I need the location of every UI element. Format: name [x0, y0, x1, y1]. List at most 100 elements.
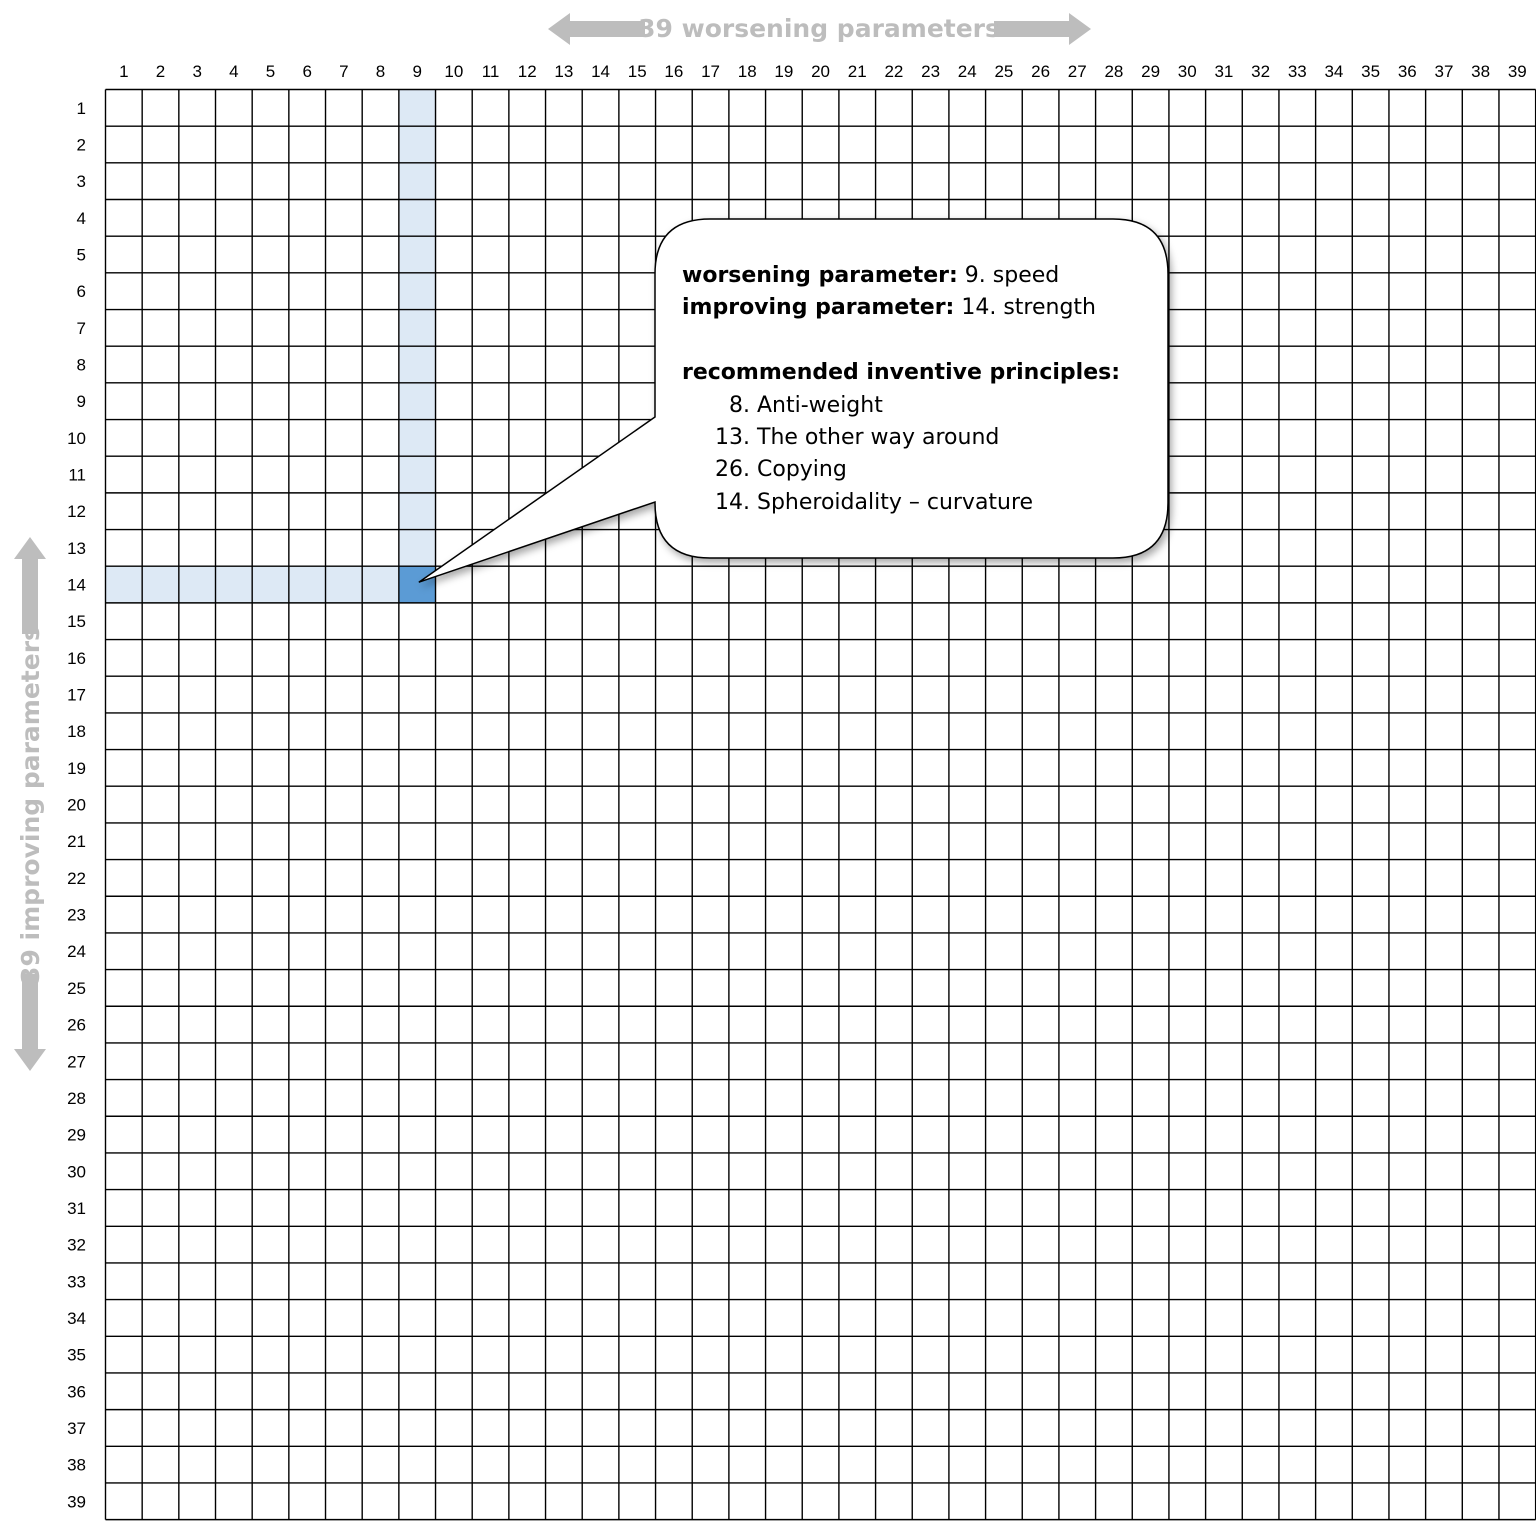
column-label: 19 [774, 62, 793, 81]
column-label: 37 [1434, 62, 1453, 81]
row-label: 29 [67, 1126, 86, 1145]
row-label: 2 [77, 136, 86, 155]
column-label: 38 [1471, 62, 1490, 81]
principles-heading: recommended inventive principles: [682, 360, 1121, 386]
worsening-value: 9. speed [964, 263, 1060, 288]
improving-line: improving parameter: 14. strength [682, 292, 1152, 324]
callout-bubble [418, 218, 1169, 583]
column-label: 39 [1508, 62, 1527, 81]
column-label: 31 [1214, 62, 1233, 81]
column-label: 5 [266, 62, 275, 81]
column-label: 8 [376, 62, 385, 81]
column-band [398, 89, 436, 567]
column-label: 4 [229, 62, 238, 81]
row-label: 35 [67, 1346, 86, 1365]
row-label: 6 [77, 282, 86, 301]
row-label: 19 [67, 759, 86, 778]
row-label: 38 [67, 1456, 86, 1475]
row-label: 32 [67, 1236, 86, 1255]
row-label: 30 [67, 1162, 86, 1181]
top-axis-title: 39 worsening parameters [638, 14, 1000, 43]
column-label: 32 [1251, 62, 1270, 81]
left-axis-title: 39 improving parameters [16, 626, 45, 984]
row-label: 37 [67, 1419, 86, 1438]
column-label: 3 [192, 62, 201, 81]
column-label: 20 [811, 62, 830, 81]
column-label: 10 [444, 62, 463, 81]
row-label: 5 [77, 246, 86, 265]
column-label: 13 [554, 62, 573, 81]
column-label: 11 [482, 62, 500, 81]
selected-cell [398, 566, 436, 603]
improving-value: 14. strength [961, 295, 1097, 321]
worsening-label: worsening parameter: [682, 263, 958, 288]
principle-item: 14. Spheroidality – curvature [715, 489, 1034, 515]
column-label: 14 [591, 62, 610, 81]
row-label: 24 [67, 942, 86, 961]
column-label: 26 [1031, 62, 1050, 81]
row-label: 8 [77, 356, 86, 375]
row-label: 10 [67, 429, 86, 448]
row-label: 21 [67, 832, 86, 851]
row-label: 11 [68, 466, 86, 485]
row-label: 25 [67, 979, 86, 998]
column-label: 35 [1361, 62, 1380, 81]
row-label: 15 [67, 612, 86, 631]
row-label: 23 [67, 906, 86, 925]
row-label: 13 [67, 539, 86, 558]
row-label: 18 [67, 722, 86, 741]
column-label: 2 [156, 62, 165, 81]
row-label: 33 [67, 1272, 86, 1291]
column-label: 29 [1141, 62, 1160, 81]
column-label: 12 [518, 62, 537, 81]
column-label: 33 [1288, 62, 1307, 81]
column-label: 21 [848, 62, 867, 81]
up-arrow-icon [14, 537, 46, 634]
worsening-line: worsening parameter: 9. speed [682, 260, 1152, 292]
row-label: 39 [67, 1492, 86, 1511]
improving-label: improving parameter: [682, 295, 955, 321]
row-label: 7 [77, 319, 86, 338]
column-label: 17 [701, 62, 720, 81]
column-label: 36 [1398, 62, 1417, 81]
row-label: 17 [67, 686, 86, 705]
column-label: 9 [412, 62, 421, 81]
down-arrow-icon [14, 974, 46, 1071]
column-label: 24 [958, 62, 977, 81]
column-label: 18 [738, 62, 757, 81]
row-label: 9 [77, 392, 86, 411]
column-label: 1 [119, 62, 128, 81]
column-label: 22 [884, 62, 903, 81]
column-label: 7 [339, 62, 348, 81]
column-label: 23 [921, 62, 940, 81]
row-label: 26 [67, 1016, 86, 1035]
row-label: 1 [77, 99, 86, 118]
row-label: 36 [67, 1382, 86, 1401]
principle-item: 26. Copying [715, 457, 847, 483]
principle-item: 8. Anti-weight [729, 392, 883, 418]
row-label: 3 [77, 172, 86, 191]
row-label: 27 [67, 1052, 86, 1071]
column-label: 30 [1178, 62, 1197, 81]
column-label: 34 [1324, 62, 1343, 81]
column-label: 25 [994, 62, 1013, 81]
callout-text: worsening parameter: 9. speed improving … [682, 260, 1152, 519]
row-label: 28 [67, 1089, 86, 1108]
row-label: 31 [67, 1199, 86, 1218]
left-arrow-icon [548, 13, 645, 45]
row-label: 4 [77, 209, 86, 228]
column-label: 16 [664, 62, 683, 81]
row-label: 20 [67, 796, 86, 815]
row-label: 22 [67, 869, 86, 888]
right-arrow-icon [994, 13, 1091, 45]
column-label: 6 [302, 62, 311, 81]
row-label: 34 [67, 1309, 86, 1328]
column-label: 27 [1068, 62, 1087, 81]
row-label: 16 [67, 649, 86, 668]
column-label: 28 [1104, 62, 1123, 81]
row-label: 12 [67, 502, 86, 521]
row-label: 14 [67, 576, 86, 595]
principle-item: 13. The other way around [715, 425, 1000, 451]
column-label: 15 [628, 62, 647, 81]
